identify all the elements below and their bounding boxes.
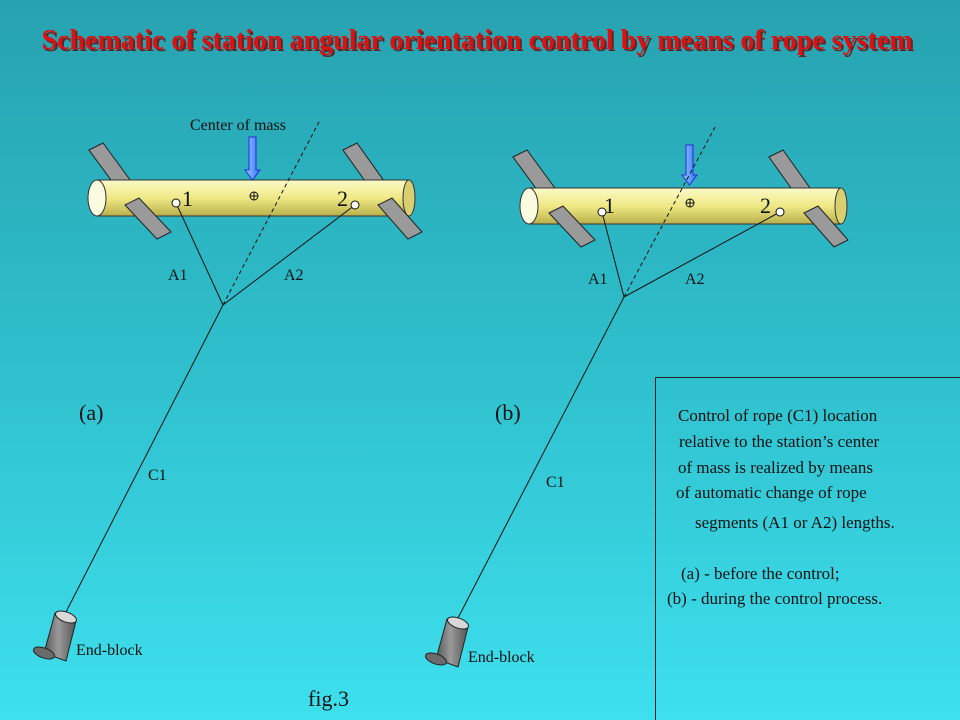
- a2-label: A2: [685, 271, 705, 288]
- solar-panel-left-bottom: [548, 205, 596, 248]
- end-block-label: End-block: [76, 642, 143, 659]
- figure-label: fig.3: [308, 686, 349, 711]
- attachment-point-2: [350, 200, 360, 210]
- explanation-line: (a) - before the control;: [681, 564, 840, 583]
- panel-b: 1 2 A1 A2 C1 (b) End-block: [425, 126, 849, 668]
- point-1-label: 1: [182, 186, 193, 211]
- explanation-line: Control of rope (C1) location: [678, 406, 878, 425]
- explanation-line: relative to the station’s center: [679, 432, 880, 451]
- center-of-mass-arrow: [244, 136, 261, 181]
- center-of-mass-marker: [685, 198, 695, 208]
- panel-b-label: (b): [495, 400, 521, 425]
- solar-panel-left-bottom: [124, 197, 172, 240]
- rope-segment-a2: [623, 211, 781, 298]
- a1-label: A1: [168, 267, 188, 284]
- point-2-label: 2: [760, 193, 771, 218]
- rope-segment-a2: [222, 204, 356, 306]
- explanation-line: of mass is realized by means: [678, 458, 873, 477]
- station-body: [519, 187, 848, 225]
- point-2-label: 2: [337, 186, 348, 211]
- c1-label: C1: [148, 467, 167, 484]
- point-1-label: 1: [604, 193, 615, 218]
- attachment-point-1: [171, 198, 181, 208]
- rope-c1: [457, 296, 625, 619]
- explanation-line: of automatic change of rope: [676, 483, 867, 502]
- solar-panel-right-bottom: [377, 197, 423, 240]
- svg-text:Schematic of station angular o: Schematic of station angular orientation…: [43, 27, 914, 58]
- panel-a: Center of mass 1 2 A1 A2 C1 (a) End-bloc…: [33, 117, 423, 662]
- rope-c1: [65, 304, 224, 613]
- end-block: [33, 610, 77, 662]
- explanation-line: segments (A1 or A2) lengths.: [695, 513, 895, 532]
- explanation-line: (b) - during the control process.: [667, 589, 883, 608]
- attachment-point-1: [597, 207, 607, 217]
- attachment-point-2: [775, 207, 785, 217]
- center-of-mass-marker: [249, 191, 259, 201]
- panel-a-label: (a): [79, 400, 103, 425]
- c1-label: C1: [546, 474, 565, 491]
- rope-segment-a1: [601, 211, 625, 298]
- rope-segment-a1: [175, 202, 224, 306]
- end-block: [425, 616, 469, 668]
- end-block-label: End-block: [468, 649, 535, 666]
- solar-panel-right-bottom: [803, 205, 849, 248]
- explanation-box: Control of rope (C1) location relative t…: [655, 377, 960, 720]
- center-of-mass-label: Center of mass: [190, 117, 286, 134]
- diagram-title: Schematic of station angular orientation…: [41, 25, 914, 58]
- a1-label: A1: [588, 271, 608, 288]
- a2-label: A2: [284, 267, 304, 284]
- center-of-mass-arrow: [681, 144, 698, 186]
- svg-text:Schematic of station angular o: Schematic of station angular orientation…: [41, 25, 912, 56]
